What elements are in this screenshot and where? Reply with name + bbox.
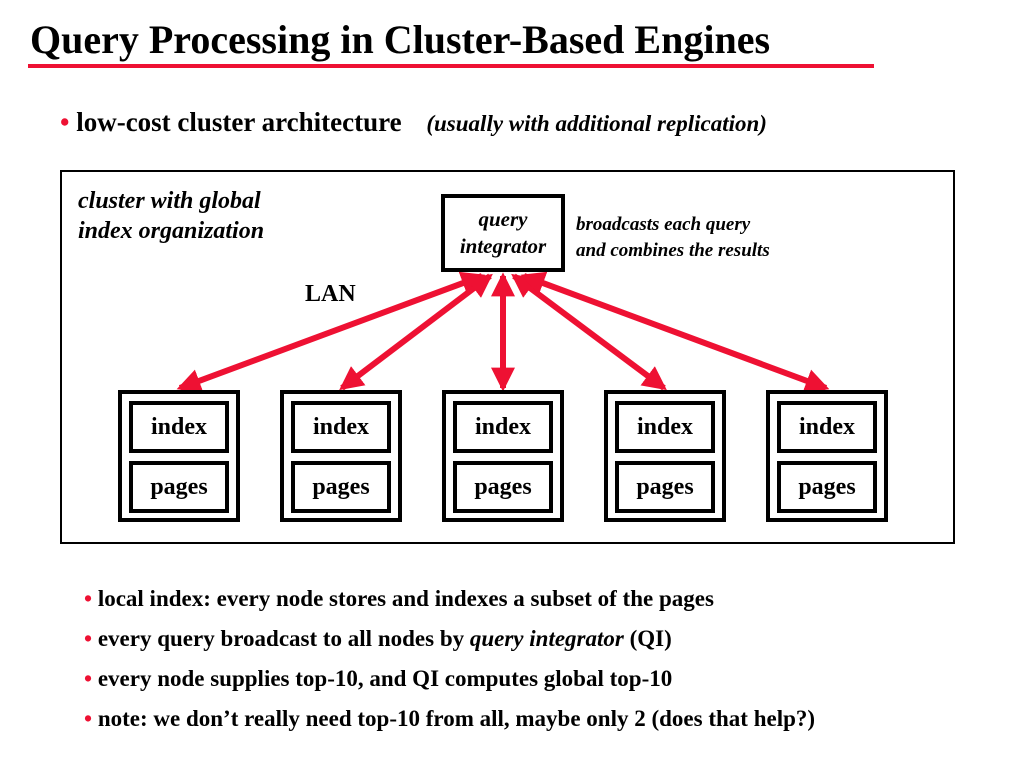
- cluster-node: index pages: [280, 390, 402, 522]
- bullet-point: • every node supplies top-10, and QI com…: [84, 662, 815, 702]
- bullet-text: (QI): [623, 626, 672, 651]
- cluster-node: index pages: [118, 390, 240, 522]
- cluster-node: index pages: [442, 390, 564, 522]
- bullet-marker: •: [60, 107, 70, 137]
- lan-link: [339, 273, 493, 391]
- node-index-cell: index: [777, 401, 877, 453]
- subheading-note: (usually with additional replication): [426, 111, 767, 136]
- qi-annotation-line: and combines the results: [576, 240, 770, 261]
- node-index-cell: index: [453, 401, 553, 453]
- bullet-text: every node supplies top-10, and QI compu…: [97, 666, 673, 691]
- qi-annotation: broadcasts each query and combines the r…: [576, 212, 770, 264]
- bullet-marker: •: [84, 586, 93, 611]
- query-integrator-box: query integrator: [441, 194, 565, 272]
- qi-label-line: query: [478, 207, 528, 231]
- node-index-cell: index: [291, 401, 391, 453]
- qi-annotation-line: broadcasts each query: [576, 214, 751, 235]
- qi-label-line: integrator: [459, 234, 547, 258]
- cluster-node: index pages: [766, 390, 888, 522]
- diagram-frame: [60, 170, 955, 544]
- bullet-list: • local index: every node stores and ind…: [84, 582, 815, 742]
- bullet-point: • note: we don’t really need top-10 from…: [84, 702, 815, 742]
- bullet-text: note: we don’t really need top-10 from a…: [97, 706, 816, 731]
- node-index-cell: index: [129, 401, 229, 453]
- bullet-text: local index: every node stores and index…: [97, 586, 714, 611]
- node-pages-cell: pages: [615, 461, 715, 513]
- node-pages-cell: pages: [453, 461, 553, 513]
- node-index-cell: index: [615, 401, 715, 453]
- cluster-node: index pages: [604, 390, 726, 522]
- slide-title: Query Processing in Cluster-Based Engine…: [30, 17, 771, 62]
- bullet-point: • every query broadcast to all nodes by …: [84, 622, 815, 662]
- bullet-marker: •: [84, 666, 93, 691]
- node-pages-cell: pages: [129, 461, 229, 513]
- bullet-marker: •: [84, 626, 93, 651]
- bullet-marker: •: [84, 706, 93, 731]
- title-underline: [28, 64, 874, 68]
- bullet-emphasis: query integrator: [469, 626, 624, 651]
- bullet-text: every query broadcast to all nodes by: [97, 626, 470, 651]
- lan-link: [511, 273, 667, 391]
- subheading: • low-cost cluster architecture (usually…: [60, 104, 767, 142]
- cluster-label-line: cluster with global: [78, 188, 261, 214]
- node-pages-cell: pages: [777, 461, 877, 513]
- lan-label: LAN: [305, 281, 356, 307]
- cluster-label: cluster with global index organization: [78, 186, 264, 246]
- subheading-text: low-cost cluster architecture: [76, 107, 402, 137]
- cluster-label-line: index organization: [78, 218, 265, 244]
- bullet-point: • local index: every node stores and ind…: [84, 582, 815, 622]
- lan-link: [520, 271, 830, 393]
- node-pages-cell: pages: [291, 461, 391, 513]
